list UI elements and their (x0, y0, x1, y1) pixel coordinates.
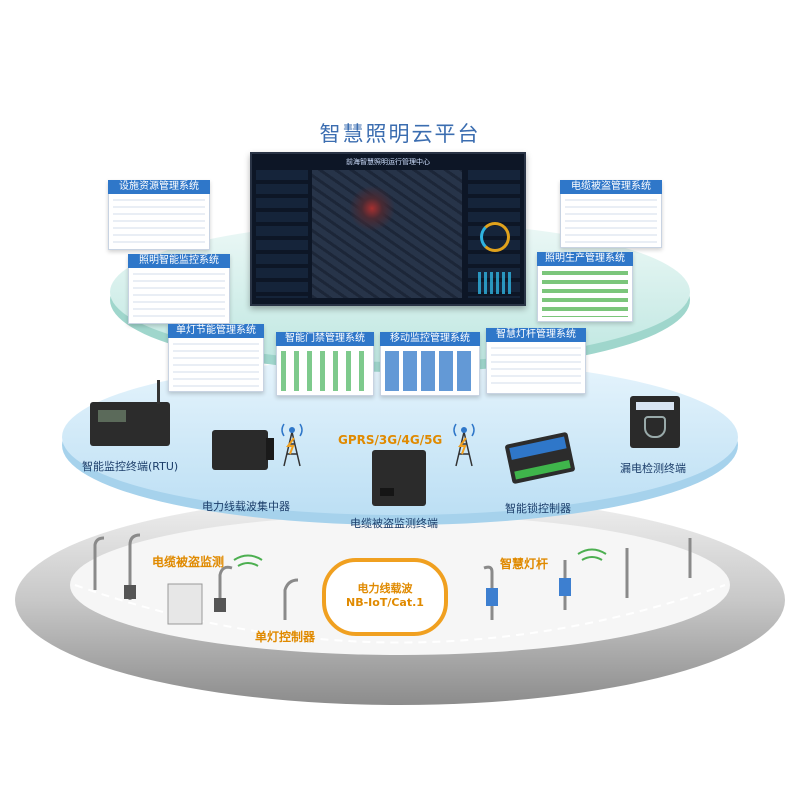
road-cable-theft-label: 电缆被盗监测 (152, 555, 225, 569)
system-mobile-monitor-label: 移动监控管理系统 (380, 332, 480, 346)
page-title: 智慧照明云平台 (319, 122, 481, 146)
communication-cloud: 电力线载波 NB-IoT/Cat.1 (322, 558, 448, 636)
cable-theft-terminal-label: 电缆被盗监测终端 (350, 517, 438, 530)
leakage-terminal-label-plate (636, 402, 674, 410)
system-smart-door-label: 智能门禁管理系统 (276, 332, 374, 346)
lamp-pole-2 (218, 565, 233, 608)
road-smart-pole-label: 智慧灯杆 (500, 557, 549, 571)
signal-tower-right-icon (453, 423, 475, 467)
cable-theft-box (167, 583, 203, 625)
leakage-terminal-label: 漏电检测终端 (620, 462, 686, 475)
rtu-device (90, 380, 170, 446)
system-lighting-monitor: 照明智能监控系统 (128, 254, 230, 324)
dashboard-ring-gauge (480, 222, 510, 252)
dashboard-bars (478, 272, 514, 294)
dashboard-map (312, 170, 462, 298)
system-facility-resource-label: 设施资源管理系统 (108, 180, 210, 194)
system-facility-resource: 设施资源管理系统 (108, 180, 210, 250)
dashboard-left-panel (256, 170, 308, 298)
system-cable-theft: 电缆被盗管理系统 (560, 180, 662, 248)
plc-concentrator-port (266, 438, 274, 460)
system-single-lamp-energy: 单灯节能管理系统 (168, 324, 264, 392)
system-smart-pole-label: 智慧灯杆管理系统 (486, 328, 586, 342)
shield-icon (644, 416, 666, 438)
rtu-screen (98, 410, 126, 422)
system-lighting-production: 照明生产管理系统 (537, 252, 633, 322)
plc-concentrator-device (212, 430, 274, 470)
system-lighting-production-label: 照明生产管理系统 (537, 252, 633, 266)
system-lighting-monitor-label: 照明智能监控系统 (128, 254, 230, 268)
dashboard-header: 前海智慧照明运行管理中心 (346, 158, 430, 166)
road-dash (74, 584, 726, 644)
cloud-line-2: NB-IoT/Cat.1 (346, 596, 424, 609)
system-cable-theft-label: 电缆被盗管理系统 (560, 180, 662, 194)
cable-theft-terminal-port (380, 488, 394, 496)
rtu-antenna (157, 380, 160, 404)
system-single-lamp-energy-label: 单灯节能管理系统 (168, 324, 264, 338)
smart-lock-label: 智能锁控制器 (505, 502, 571, 515)
dashboard-screen: 前海智慧照明运行管理中心 (250, 152, 526, 306)
lamp-pole-8 (93, 536, 105, 590)
lamp-pole-1 (128, 533, 141, 600)
road-single-lamp-label: 单灯控制器 (255, 630, 316, 644)
system-mobile-monitor: 移动监控管理系统 (380, 332, 480, 396)
plc-concentrator-label: 电力线载波集中器 (202, 500, 290, 513)
lamp-pole-3 (283, 578, 299, 620)
network-label: GPRS/3G/4G/5G (338, 433, 443, 447)
cable-theft-terminal-device (372, 450, 426, 506)
device-layer-disc (62, 359, 738, 515)
rtu-label: 智能监控终端(RTU) (82, 460, 179, 473)
cloud-line-1: 电力线载波 (357, 582, 413, 595)
system-smart-pole: 智慧灯杆管理系统 (486, 328, 586, 394)
signal-tower-left-icon (281, 423, 303, 467)
system-smart-door: 智能门禁管理系统 (276, 332, 374, 396)
leakage-terminal-device (630, 396, 680, 448)
lamp-pole-4 (483, 565, 494, 620)
